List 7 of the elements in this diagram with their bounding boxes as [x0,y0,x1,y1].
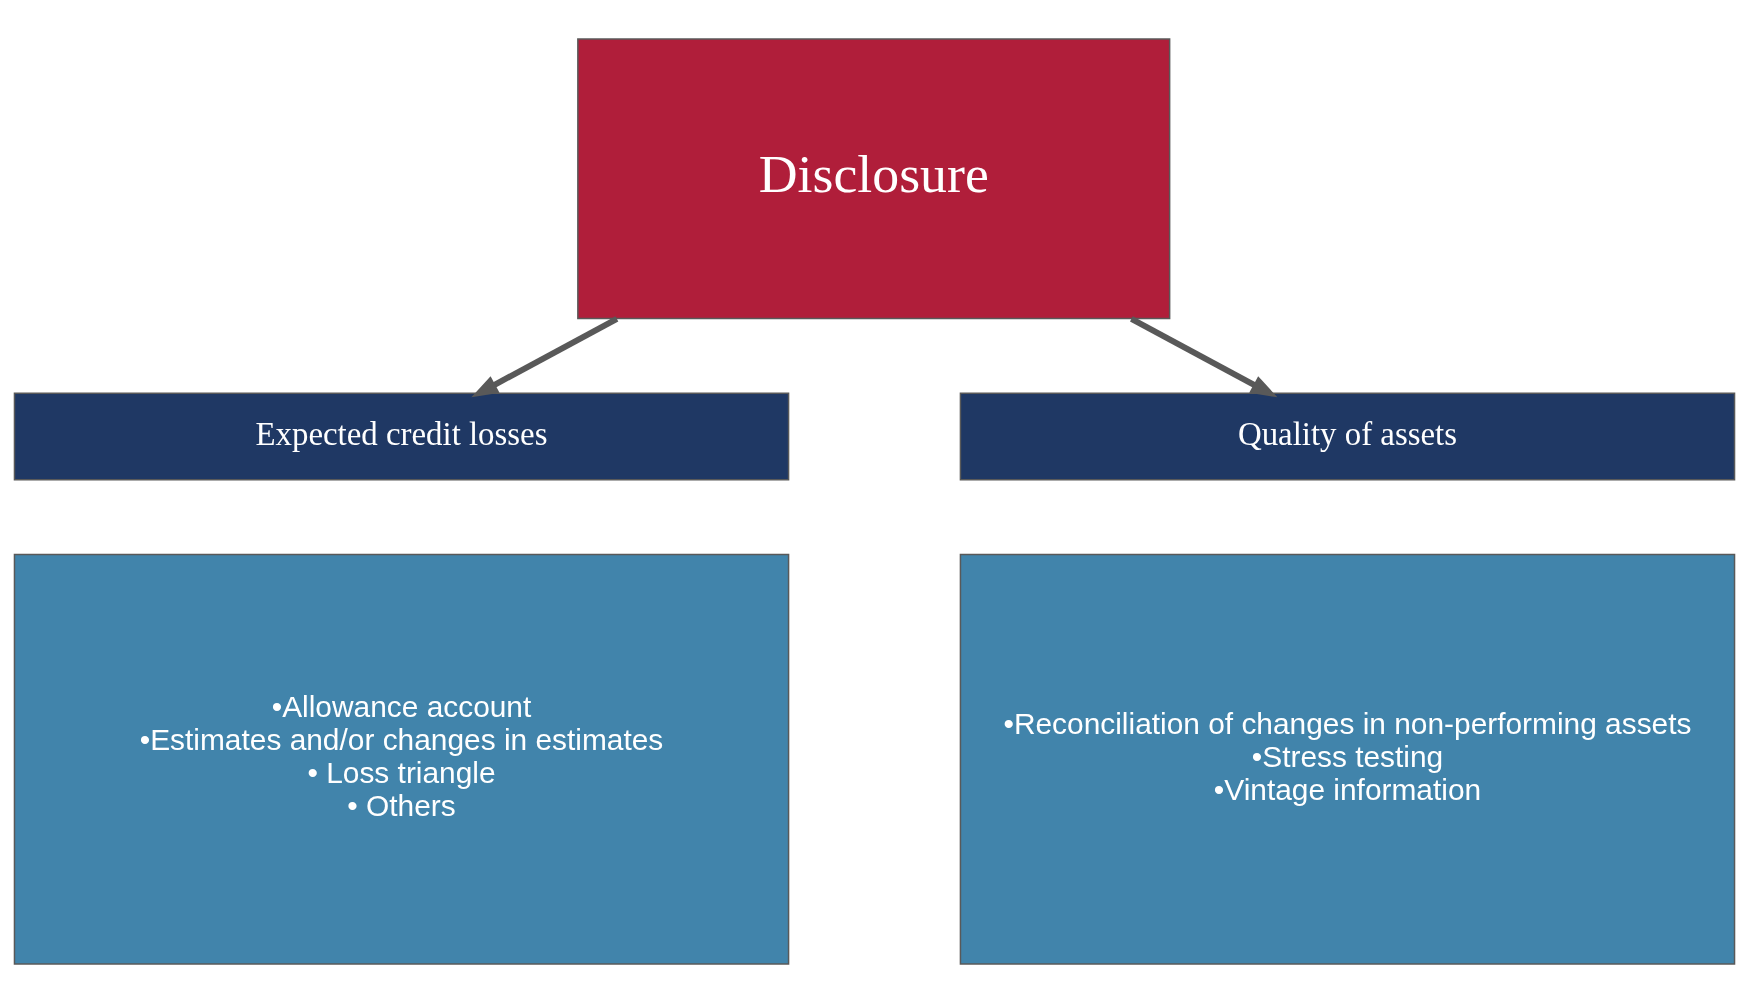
arrow [471,316,619,398]
node-box: Expected credit losses [13,392,790,481]
node-box: Quality of assets [959,392,1736,481]
node-box: •Allowance account •Estimates and/or changes in estimates • Loss triangle • Others [13,553,790,965]
node-box: Disclosure [577,38,1171,320]
node-box: •Reconciliation of changes in non-performing assets •Stress testing •Vintage information [959,553,1736,965]
arrow [1130,316,1278,398]
